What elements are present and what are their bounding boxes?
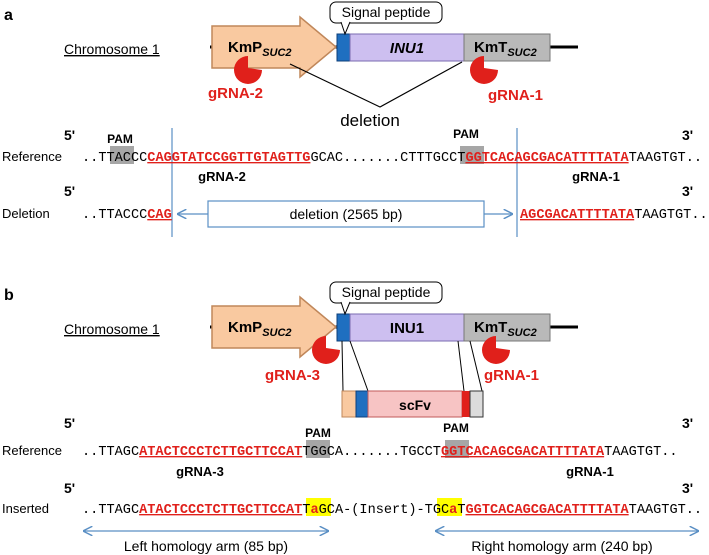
terminator-block: [463, 33, 551, 62]
grna-1-label-b: gRNA-1: [484, 367, 539, 384]
inserted-row-label: Inserted: [2, 501, 49, 516]
pam-box-b2: [445, 440, 469, 458]
grna-2-cut-icon: [234, 56, 262, 84]
left-homology-label: Left homology arm (85 bp): [124, 538, 288, 554]
reference-sequence-a: ..TTACCCCAGGTATCCGGTTGTAGTTGGCAC.......C…: [82, 151, 702, 166]
inu1-gene-label-b: INU1: [390, 320, 424, 337]
pam-box-a2: [460, 146, 484, 164]
signal-peptide-callout-b: [329, 281, 443, 304]
promoter-label-b: KmPSUC2: [228, 319, 292, 339]
pam-label-b2: PAM: [443, 421, 469, 435]
three-prime-ref-b: 3': [682, 415, 693, 431]
signal-peptide-callout: [329, 1, 443, 24]
highlight-box-2: [437, 498, 462, 516]
terminator-label-b: KmTSUC2: [474, 319, 537, 339]
highlight-box-1: [306, 498, 331, 516]
deletion-sequence-right: AGCGACATTTTATATAAGTGT..: [520, 208, 708, 223]
deletion-lines: [289, 61, 463, 108]
five-prime-ref-a: 5': [64, 127, 75, 143]
reference-label-a: Reference: [2, 149, 62, 164]
pam-label-a2: PAM: [453, 127, 479, 141]
five-prime-ins: 5': [64, 480, 75, 496]
pam-label-b1: PAM: [305, 426, 331, 440]
signal-peptide-text: Signal peptide: [342, 4, 431, 20]
pam-box-b1: [306, 440, 330, 458]
scfv-block: [367, 390, 463, 418]
deletion-row-label: Deletion: [2, 206, 50, 221]
grna-3-label: gRNA-3: [265, 367, 320, 384]
insert-connector-1: [341, 340, 344, 392]
deletion-size-text: deletion (2565 bp): [290, 206, 403, 222]
ref-grna-1-label: gRNA-1: [572, 169, 620, 184]
inu1-gene-label: INU1: [390, 40, 424, 57]
grna-1-label: gRNA-1: [488, 87, 543, 104]
pam-label-a1: PAM: [107, 132, 133, 146]
signal-peptide-block: [336, 33, 351, 62]
three-prime-ins: 3': [682, 480, 693, 496]
chromosome-label: Chromosome 1: [64, 41, 160, 57]
grna-3-cut-icon: [312, 336, 340, 364]
panel-a-label: a: [4, 7, 13, 24]
right-homology-label: Right homology arm (240 bp): [471, 538, 652, 554]
grna-1-cut-icon: [470, 56, 498, 84]
three-prime-ref-a: 3': [682, 127, 693, 143]
three-prime-del: 3': [682, 183, 693, 199]
promoter-label: KmPSUC2: [228, 39, 292, 59]
reference-label-b: Reference: [2, 443, 62, 458]
insert-tag-block: [462, 391, 470, 417]
panel-b: b Chromosome 1 KmPSUC2 Signal peptide IN…: [2, 281, 702, 554]
deletion-size-box: [207, 200, 485, 228]
grna-1-cut-icon-b: [482, 336, 510, 364]
insert-right-arm-block: [469, 390, 484, 418]
panel-b-label: b: [4, 287, 14, 304]
insert-connector-4: [469, 340, 483, 392]
panel-a: a Chromosome 1 KmPSUC2 Signal peptide IN…: [2, 1, 708, 237]
deletion-sequence-left: ..TTACCCCAG: [82, 208, 172, 223]
five-prime-ref-b: 5': [64, 415, 75, 431]
signal-peptide-block-b: [336, 313, 351, 342]
inserted-sequence: ..TTAGCATACTCCCTCTTGCTTCCATTaGCA-(Insert…: [82, 503, 702, 518]
insert-connector-3: [457, 340, 465, 392]
deletion-word: deletion: [340, 111, 400, 130]
ref-grna-1-label-b: gRNA-1: [566, 464, 614, 479]
insert-left-arm-block: [341, 390, 357, 418]
scfv-label: scFv: [399, 397, 431, 413]
pam-box-a1: [110, 146, 134, 164]
signal-peptide-text-b: Signal peptide: [342, 284, 431, 300]
insert-connector-2: [349, 340, 369, 392]
terminator-label: KmTSUC2: [474, 39, 537, 59]
ref-grna-2-label: gRNA-2: [198, 169, 246, 184]
signal-peptide-pointer-b: [340, 301, 351, 316]
reference-sequence-b: ..TTAGCATACTCCCTCTTGCTTCCATTGGCA.......T…: [82, 445, 678, 460]
ref-grna-3-label: gRNA-3: [176, 464, 224, 479]
insert-signal-block: [355, 390, 369, 418]
grna-2-label: gRNA-2: [208, 85, 263, 102]
terminator-block-b: [463, 313, 551, 342]
inu1-gene-block-b: [349, 313, 465, 342]
chromosome-label-b: Chromosome 1: [64, 321, 160, 337]
five-prime-del: 5': [64, 183, 75, 199]
signal-peptide-pointer: [340, 21, 351, 36]
